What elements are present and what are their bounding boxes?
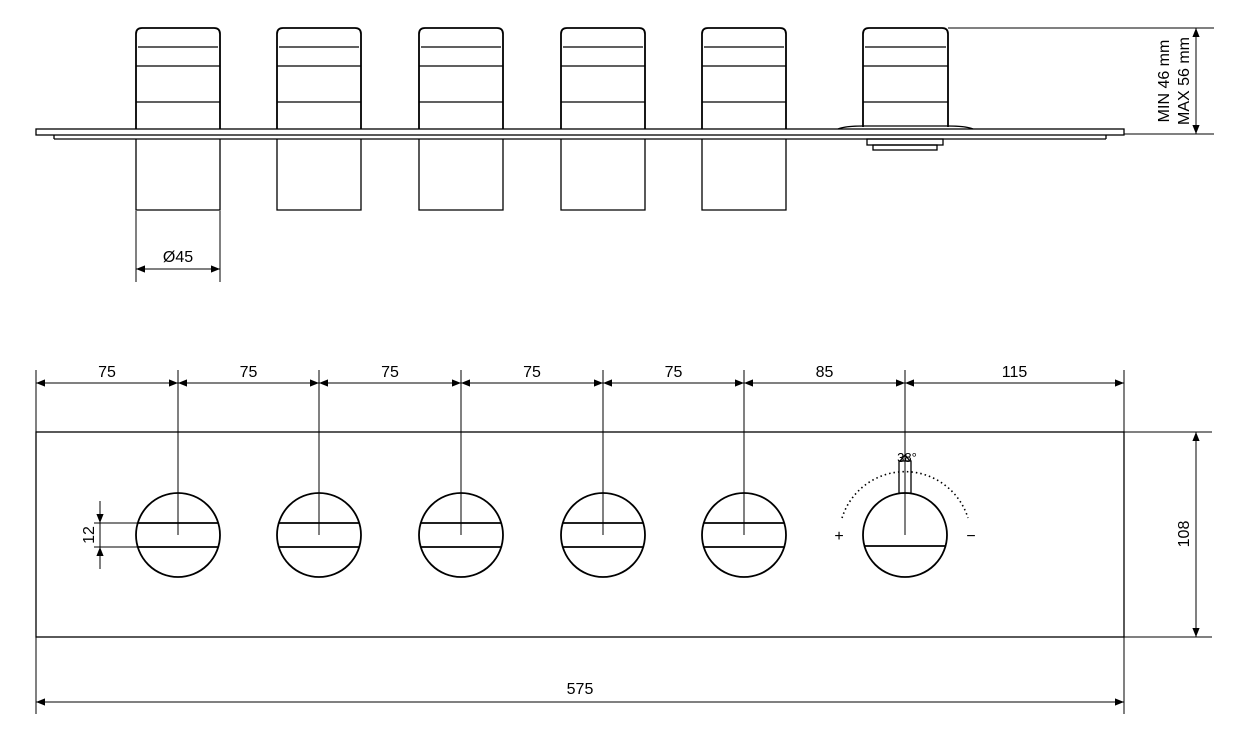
spacing-label-1: 75: [98, 364, 116, 381]
spacing-label-4: 75: [523, 364, 541, 381]
knob-side-views: [135, 27, 787, 211]
knob-diameter-dimension: Ø45: [135, 211, 221, 282]
knob-side-5: [701, 27, 787, 211]
plate-outline: [35, 431, 1125, 638]
knob-side-4: [560, 27, 646, 211]
spacing-label-6: 85: [816, 364, 834, 381]
knob-side-1: [135, 27, 221, 211]
knob-side-2: [276, 27, 362, 211]
dial-minus-label: −: [966, 528, 975, 545]
knob-diameter-label: Ø45: [163, 249, 193, 266]
dial-stop-label: 38°: [897, 450, 917, 465]
knob-side-3: [418, 27, 504, 211]
knob-front-3: [418, 370, 504, 578]
wall-plate-side: [35, 128, 1125, 140]
knob-front-2: [276, 370, 362, 578]
knob-front-4: [560, 370, 646, 578]
dial-plus-label: +: [834, 528, 843, 545]
knob-front-views: [135, 370, 787, 578]
depth-min-label: MIN 46 mm: [1156, 40, 1173, 123]
slot-height-dimension: 12: [81, 501, 178, 569]
top-view: MIN 46 mm MAX 56 mm Ø45: [35, 27, 1214, 282]
depth-dimension: MIN 46 mm MAX 56 mm: [948, 27, 1214, 135]
knob-front-1: [135, 370, 221, 578]
spacing-label-7: 115: [1002, 364, 1028, 381]
plate-height-dimension: 108: [1124, 431, 1212, 638]
spacing-label-5: 75: [665, 364, 683, 381]
front-view: 75 75 75 75 75 85 115 38° + − 12: [35, 364, 1212, 714]
spacing-label-2: 75: [240, 364, 258, 381]
thermostat-knob-front: 38° + −: [834, 370, 976, 578]
spacing-label-3: 75: [381, 364, 399, 381]
thermostat-knob-side: [837, 27, 974, 151]
spacing-dimensions: 75 75 75 75 75 85 115: [35, 364, 1125, 432]
total-width-dimension: 575: [35, 637, 1125, 714]
depth-max-label: MAX 56 mm: [1176, 37, 1193, 125]
knob-front-5: [701, 370, 787, 578]
total-width-label: 575: [567, 681, 594, 698]
slot-height-label: 12: [81, 526, 98, 544]
plate-height-label: 108: [1176, 521, 1193, 548]
